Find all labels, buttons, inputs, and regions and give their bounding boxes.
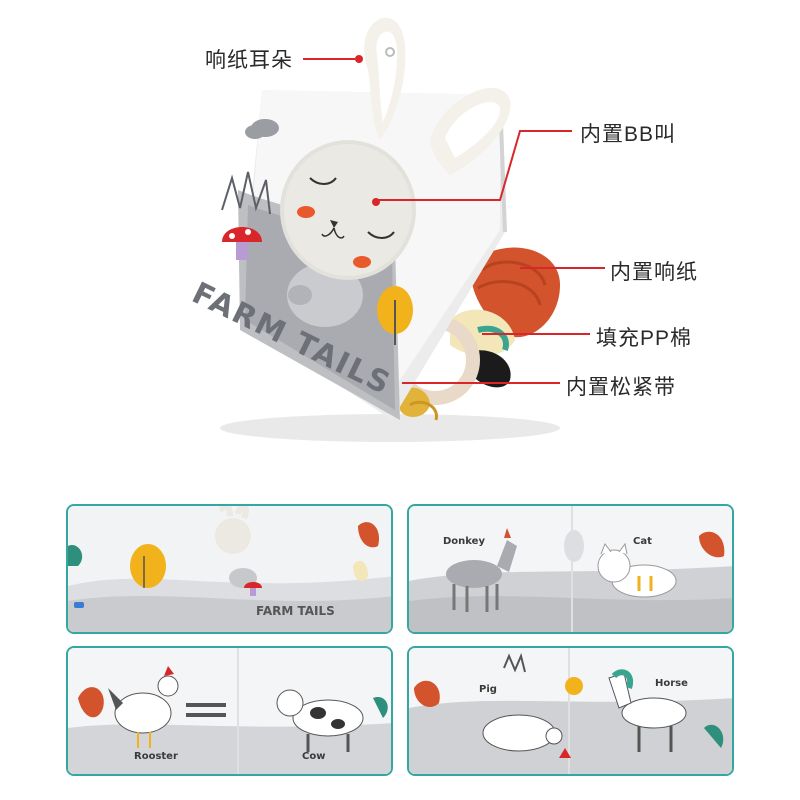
- page-preview-rooster-cow: Rooster Cow: [66, 646, 393, 776]
- page-preview-farm-tails: FARM TAILS: [66, 504, 393, 634]
- bunny-head: [280, 140, 416, 280]
- hero-book-image: FARM TAILS 响纸耳朵: [186, 17, 698, 442]
- page-preview-donkey-cat: Donkey Cat: [407, 504, 734, 634]
- callout-filling-label: 填充PP棉: [596, 327, 693, 350]
- page-label-cat: Cat: [633, 536, 652, 547]
- page-label-rooster: Rooster: [134, 751, 178, 762]
- callout-filling: 填充PP棉: [596, 322, 692, 352]
- callout-ears-label: 响纸耳朵: [205, 49, 293, 72]
- callout-crinkle: 内置响纸: [610, 256, 698, 286]
- callout-squeaker-text: 内置BB叫: [580, 118, 676, 148]
- callout-squeaker-label: 内置BB叫: [580, 123, 677, 146]
- callout-strap-label: 内置松紧带: [566, 376, 676, 399]
- callout-line: [303, 58, 355, 60]
- page-title-farm-tails: FARM TAILS: [256, 604, 335, 618]
- page-label-horse: Horse: [655, 678, 688, 689]
- callout-dot: [372, 198, 380, 206]
- callout-crinkle-label: 内置响纸: [610, 261, 698, 284]
- page-label-pig: Pig: [479, 684, 497, 695]
- callout-strap: 内置松紧带: [566, 371, 676, 401]
- page-label-donkey: Donkey: [443, 536, 485, 547]
- page-preview-pig-horse: Pig Horse: [407, 646, 734, 776]
- callout-ears: 响纸耳朵: [205, 44, 363, 74]
- callout-dot: [355, 55, 363, 63]
- page-label-cow: Cow: [302, 751, 326, 762]
- callout-squeaker: [372, 118, 380, 206]
